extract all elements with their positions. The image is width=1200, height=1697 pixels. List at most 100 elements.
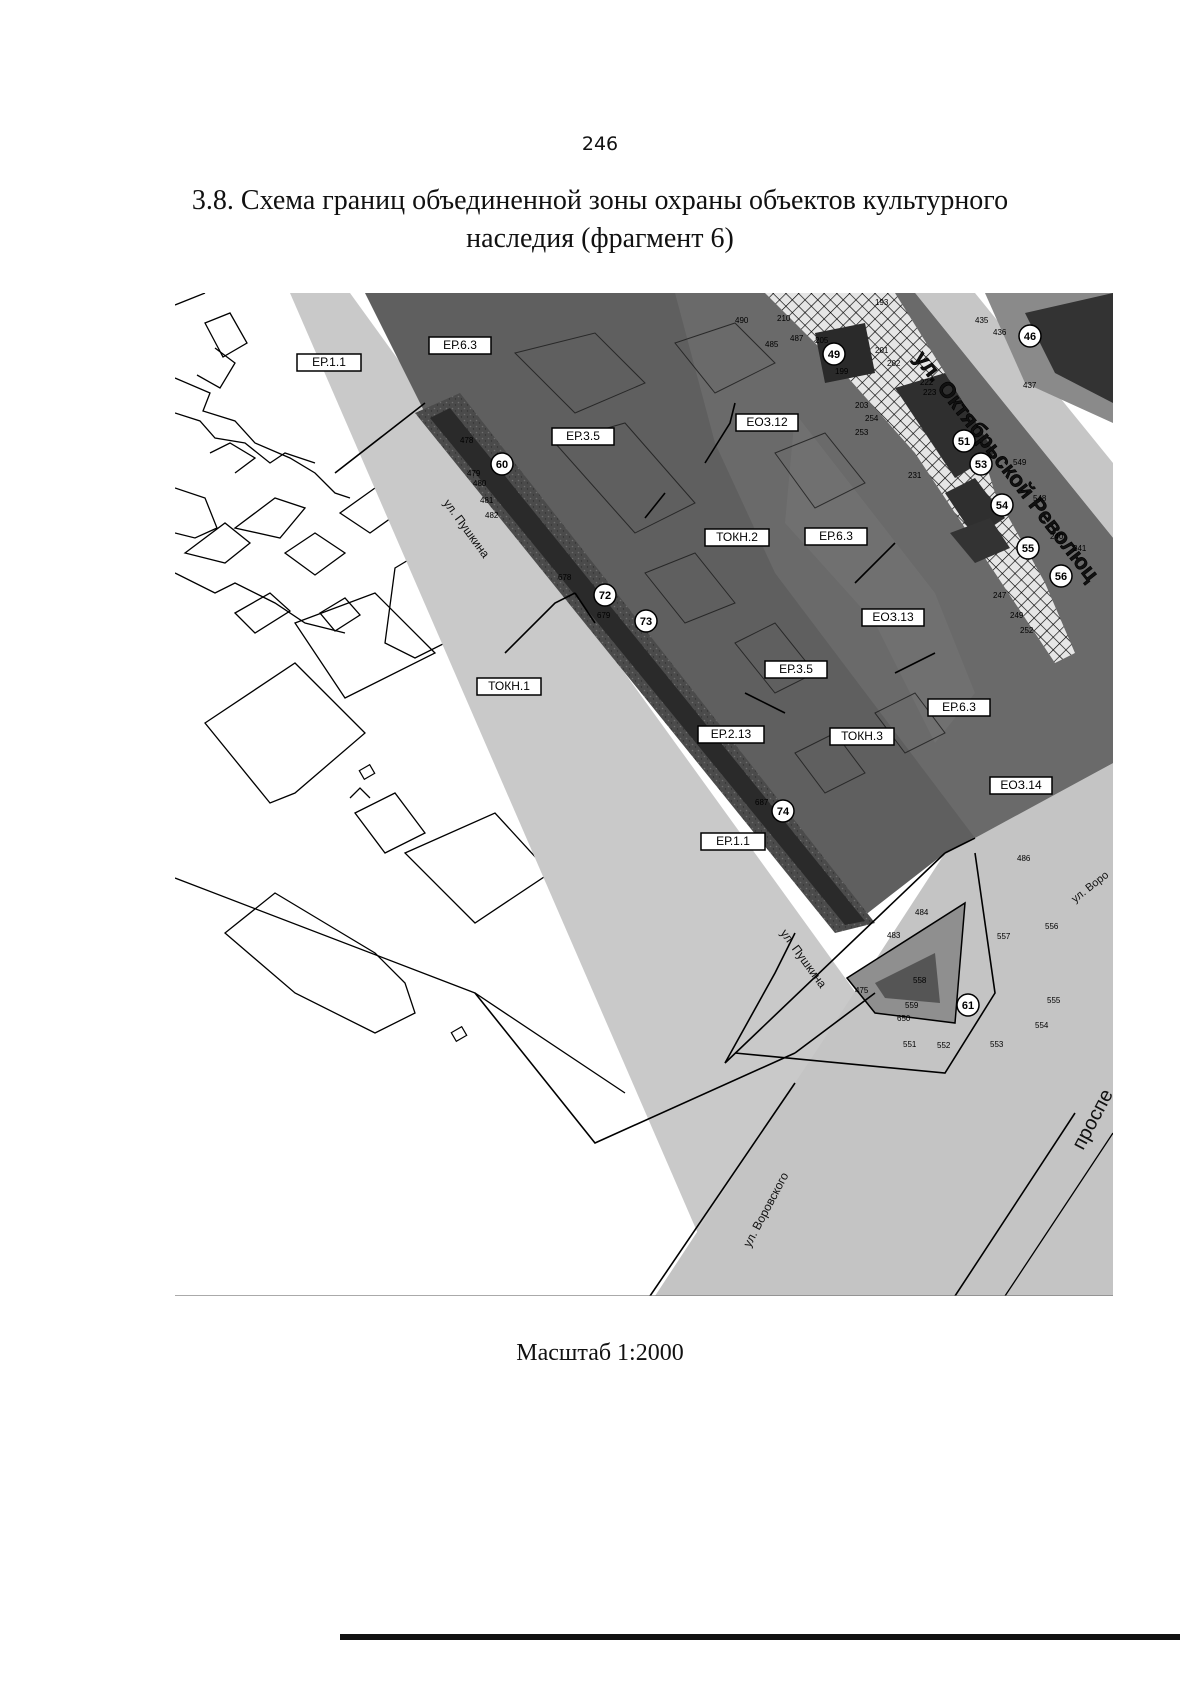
svg-text:485: 485 xyxy=(765,340,779,349)
svg-text:55: 55 xyxy=(1022,543,1034,555)
strip-buildings xyxy=(430,408,865,925)
svg-text:ЕОЗ.12: ЕОЗ.12 xyxy=(746,415,788,429)
svg-text:556: 556 xyxy=(1045,922,1059,931)
zone-map: ул. Пушкина ул. Пушкина ул. Октябрьской … xyxy=(175,293,1113,1296)
svg-text:53: 53 xyxy=(975,459,987,471)
svg-text:479: 479 xyxy=(467,469,481,478)
svg-text:49: 49 xyxy=(828,349,840,361)
label-tokn-3: ТОКН.3 xyxy=(829,727,895,746)
svg-text:202: 202 xyxy=(887,359,901,368)
map-scale: Масштаб 1:2000 xyxy=(516,1340,684,1366)
svg-text:193: 193 xyxy=(875,298,889,307)
svg-text:ТОКН.1: ТОКН.1 xyxy=(488,679,530,693)
svg-text:73: 73 xyxy=(640,616,652,628)
svg-text:490: 490 xyxy=(735,316,749,325)
label-eoz-12: ЕОЗ.12 xyxy=(735,413,799,432)
svg-text:60: 60 xyxy=(496,459,508,471)
svg-text:72: 72 xyxy=(599,590,611,602)
svg-text:ТОКН.3: ТОКН.3 xyxy=(841,729,883,743)
svg-text:487: 487 xyxy=(790,334,804,343)
svg-text:205: 205 xyxy=(815,336,829,345)
svg-text:551: 551 xyxy=(903,1040,917,1049)
label-eoz-13: ЕОЗ.13 xyxy=(861,608,925,627)
svg-text:241: 241 xyxy=(1073,544,1087,553)
hatched-protection-zone xyxy=(765,293,1075,663)
square-area xyxy=(655,763,1113,1296)
svg-text:480: 480 xyxy=(473,479,487,488)
svg-text:650: 650 xyxy=(897,1014,911,1023)
inner-structures xyxy=(514,322,946,794)
label-tokn-2: ТОКН.2 xyxy=(704,528,770,547)
zone-eoz-13 xyxy=(785,413,975,743)
svg-text:199: 199 xyxy=(835,367,849,376)
label-ep-2-13: ЕР.2.13 xyxy=(697,725,765,744)
svg-text:ЕР.6.3: ЕР.6.3 xyxy=(942,700,976,714)
svg-text:ТОКН.2: ТОКН.2 xyxy=(716,530,758,544)
svg-text:61: 61 xyxy=(962,1000,974,1012)
svg-text:247: 247 xyxy=(993,591,1007,600)
label-ep-6-3-right: ЕР.6.3 xyxy=(927,698,991,717)
svg-text:ЕР.6.3: ЕР.6.3 xyxy=(443,338,477,352)
svg-text:56: 56 xyxy=(1055,571,1067,583)
document-title: 3.8. Схема границ объединенной зоны охра… xyxy=(160,182,1040,258)
svg-text:558: 558 xyxy=(913,976,927,985)
label-ep-6-3-top: ЕР.6.3 xyxy=(428,336,492,355)
object-54: 54 xyxy=(990,493,1014,517)
svg-text:482: 482 xyxy=(485,511,499,520)
building-61 xyxy=(875,953,940,1003)
svg-text:687: 687 xyxy=(755,798,769,807)
label-ep-3-5-top: ЕР.3.5 xyxy=(551,427,615,446)
svg-text:231: 231 xyxy=(908,471,922,480)
svg-text:203: 203 xyxy=(855,401,869,410)
svg-text:475: 475 xyxy=(855,986,869,995)
block-55 xyxy=(950,518,1010,563)
label-ep-3-5-mid: ЕР.3.5 xyxy=(764,660,828,679)
block-51-53 xyxy=(895,373,995,478)
svg-text:254: 254 xyxy=(865,414,879,423)
svg-text:486: 486 xyxy=(1017,854,1031,863)
svg-text:54: 54 xyxy=(996,500,1009,512)
label-ep-6-3-mid: ЕР.6.3 xyxy=(804,527,868,546)
svg-text:679: 679 xyxy=(597,611,611,620)
svg-text:478: 478 xyxy=(460,436,474,445)
boundary-point-numbers: 478 479 480 481 482 678 679 687 483 484 … xyxy=(460,298,1087,1050)
svg-text:240: 240 xyxy=(1050,532,1064,541)
svg-text:ЕР.6.3: ЕР.6.3 xyxy=(819,529,853,543)
svg-text:249: 249 xyxy=(1010,611,1024,620)
svg-text:74: 74 xyxy=(777,806,790,818)
object-53: 53 xyxy=(969,452,993,476)
svg-text:552: 552 xyxy=(937,1041,951,1050)
title-line-1: 3.8. Схема границ объединенной зоны охра… xyxy=(191,185,1009,216)
svg-text:ЕР.3.5: ЕР.3.5 xyxy=(779,662,813,676)
svg-text:678: 678 xyxy=(558,573,572,582)
label-ep-1-1-bottom: ЕР.1.1 xyxy=(700,832,766,851)
svg-text:201: 201 xyxy=(875,346,889,355)
svg-text:46: 46 xyxy=(1024,331,1036,343)
svg-text:437: 437 xyxy=(1023,381,1037,390)
object-74: 74 xyxy=(771,799,795,823)
svg-text:ЕР.3.5: ЕР.3.5 xyxy=(566,429,600,443)
svg-text:548: 548 xyxy=(1033,494,1047,503)
object-61: 61 xyxy=(956,993,980,1017)
label-tokn-1: ТОКН.1 xyxy=(476,677,542,696)
object-56: 56 xyxy=(1049,564,1073,588)
svg-text:ЕР.2.13: ЕР.2.13 xyxy=(711,727,752,741)
label-eoz-14: ЕОЗ.14 xyxy=(989,776,1053,795)
block-46 xyxy=(1025,293,1113,403)
svg-text:ЕР.1.1: ЕР.1.1 xyxy=(716,834,750,848)
svg-text:223: 223 xyxy=(923,388,937,397)
svg-text:483: 483 xyxy=(887,931,901,940)
svg-text:222: 222 xyxy=(920,378,934,387)
page-number: 246 xyxy=(581,133,619,155)
object-55: 55 xyxy=(1016,536,1040,560)
title-line-2: наследия (фрагмент 6) xyxy=(466,223,734,254)
object-46: 46 xyxy=(1018,324,1042,348)
svg-text:549: 549 xyxy=(1013,458,1027,467)
svg-text:51: 51 xyxy=(958,436,970,448)
svg-text:554: 554 xyxy=(1035,1021,1049,1030)
object-49: 49 xyxy=(822,342,846,366)
svg-text:484: 484 xyxy=(915,908,929,917)
svg-text:436: 436 xyxy=(993,328,1007,337)
svg-text:557: 557 xyxy=(997,932,1011,941)
object-51: 51 xyxy=(952,429,976,453)
